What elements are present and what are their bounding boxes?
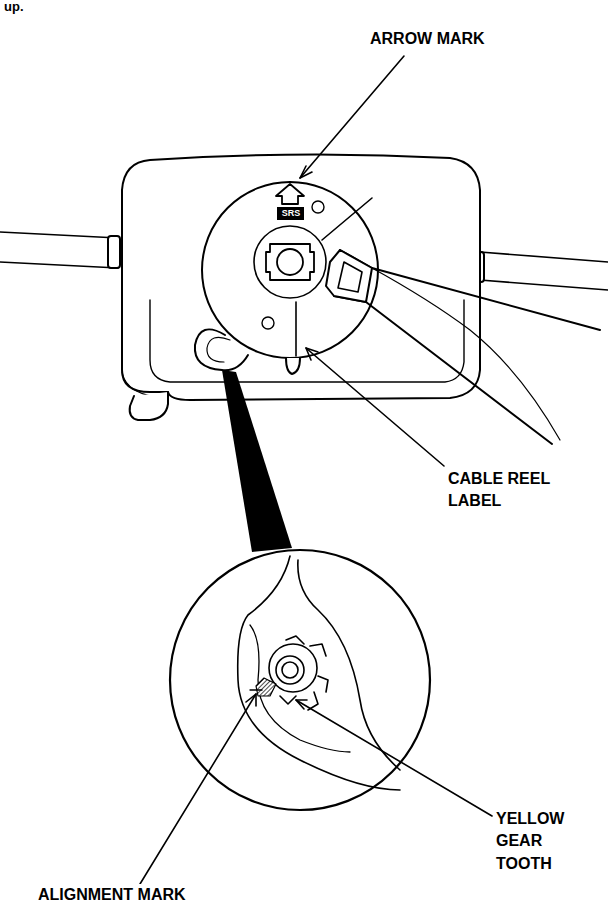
part-label: ALIGNMENT MARK: [36, 884, 188, 906]
page-fragment: up.: [2, 0, 26, 16]
srs-mark: SRS: [278, 207, 304, 220]
part-label: ARROW MARK: [368, 28, 487, 50]
part-label: YELLOW GEAR TOOTH: [494, 808, 578, 875]
part-label: CABLE REEL LABEL: [446, 468, 570, 513]
